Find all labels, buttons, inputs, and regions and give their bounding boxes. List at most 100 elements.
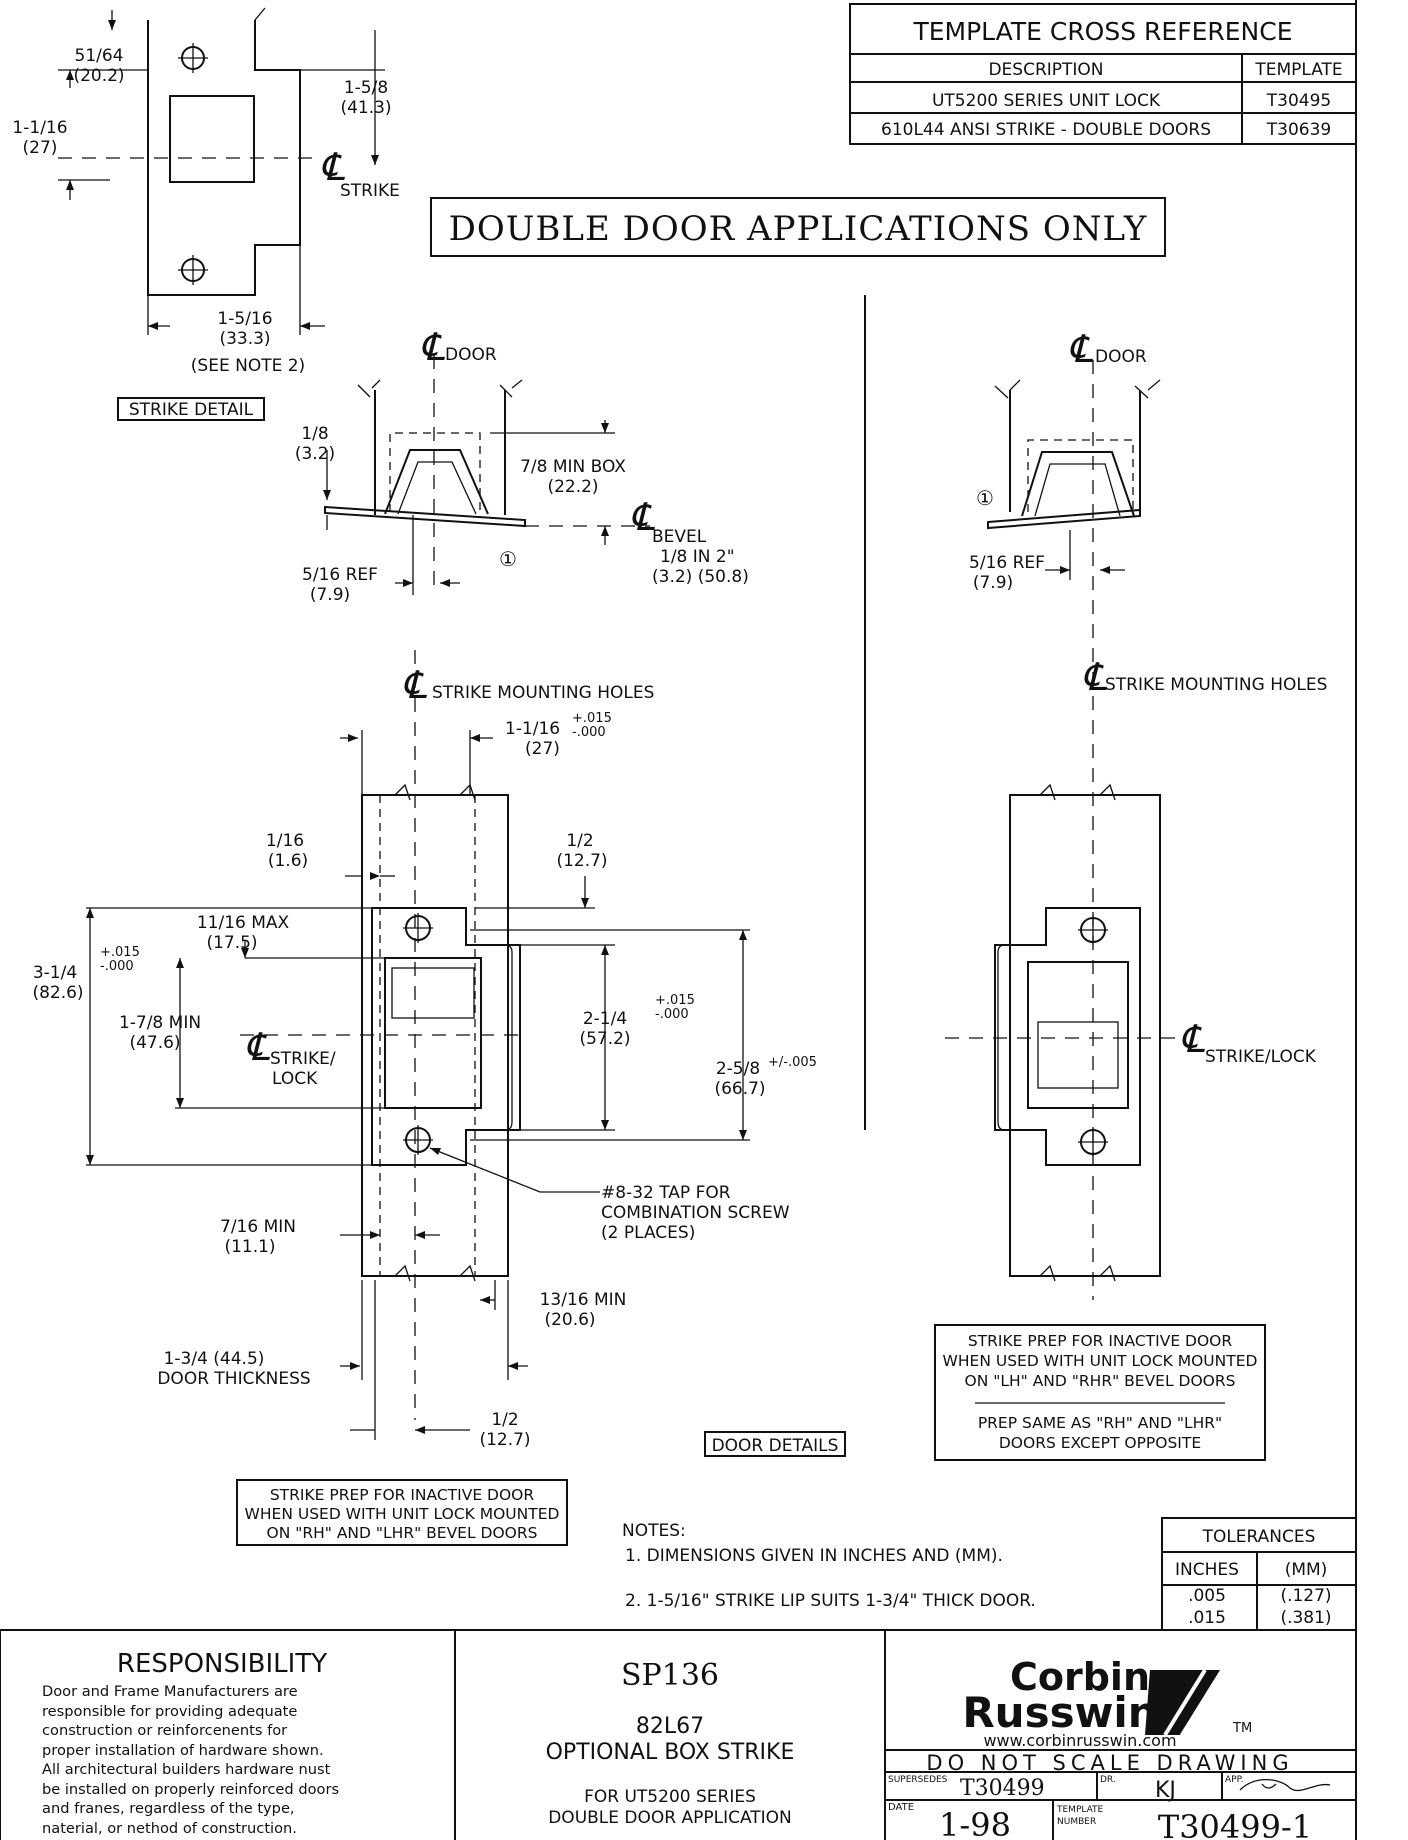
product-block: SP136 82L67 OPTIONAL BOX STRIKE FOR UT52… <box>546 1658 795 1828</box>
svg-text:℄: ℄ <box>630 495 655 539</box>
prep-note-left-box: STRIKE PREP FOR INACTIVE DOOR WHEN USED … <box>236 1479 568 1546</box>
tolerances-table: TOLERANCES INCHES (MM) .005 (.127) .015 … <box>1161 1517 1357 1631</box>
dim-k: 1/2 <box>491 1410 518 1430</box>
strike-dim-top-mm: (20.2) <box>73 66 124 86</box>
dim-a: 1/16 <box>266 831 304 851</box>
row-2-description: 610L44 ANSI STRIKE - DOUBLE DOORS <box>881 120 1211 140</box>
strike-dim-height: 1-5/8 <box>344 78 388 98</box>
tolerances-header-inches: INCHES <box>1175 1560 1239 1580</box>
left-cl-door-label: DOOR <box>445 345 497 365</box>
product-code: SP136 <box>621 1658 719 1693</box>
product-for-1: FOR UT5200 SERIES <box>584 1787 756 1807</box>
prep-right-note-1: PREP SAME AS "RH" AND "LHR" <box>978 1414 1222 1432</box>
left-cl-holes-label: STRIKE MOUNTING HOLES <box>432 683 654 703</box>
prep-right-note-2: DOORS EXCEPT OPPOSITE <box>999 1434 1201 1452</box>
dim-i: 13/16 MIN <box>540 1290 627 1310</box>
right-door-detail-drawing: ℄ STRIKE/LOCK <box>945 783 1317 1282</box>
brand-logo-mark <box>1145 1668 1220 1737</box>
supersedes-label: SUPERSEDES <box>888 1775 948 1785</box>
approval-signature <box>1239 1778 1331 1792</box>
svg-text:℄: ℄ <box>1180 1017 1205 1061</box>
template-label-1: TEMPLATE <box>1056 1805 1104 1815</box>
responsibility-line: responsible for providing adequate <box>42 1702 298 1720</box>
tolerance-1-mm: (.127) <box>1280 1586 1331 1606</box>
right-cl-holes-label: STRIKE MOUNTING HOLES <box>1105 675 1327 695</box>
product-for-2: DOUBLE DOOR APPLICATION <box>548 1808 792 1828</box>
door-details-label: DOOR DETAILS <box>712 1436 839 1456</box>
left-bevel-mm: (3.2) (50.8) <box>652 567 749 587</box>
supersedes-value: T30499 <box>960 1776 1045 1801</box>
tolerance-2-mm: (.381) <box>1280 1608 1331 1628</box>
row-2-template: T30639 <box>1266 120 1331 140</box>
left-section-drawing: ℄ DOOR 1/8 (3.2) 7/8 MIN BOX (22.2) ℄ BE… <box>295 325 749 605</box>
dim-d-tol2: -.000 <box>100 959 134 974</box>
prep-right-line-2: WHEN USED WITH UNIT LOCK MOUNTED <box>943 1352 1258 1370</box>
strike-dim-width-mm: (33.3) <box>219 329 270 349</box>
responsibility-text: Door and Frame Manufacturers are respons… <box>42 1682 442 1838</box>
brand-line-2: Russwin <box>962 1688 1157 1737</box>
strike-centerline-label: STRIKE <box>340 181 400 201</box>
template-label-2: NUMBER <box>1057 1817 1096 1827</box>
dim-top-tol: +.015 <box>572 711 612 726</box>
tolerances-header-mm: (MM) <box>1285 1560 1328 1580</box>
dim-h: 7/16 MIN <box>220 1217 296 1237</box>
dim-j-2: DOOR THICKNESS <box>157 1369 310 1389</box>
left-bevel-ratio: 1/8 IN 2" <box>660 547 735 567</box>
left-bevel-label: BEVEL <box>652 527 707 547</box>
dim-top: 1-1/16 <box>505 719 560 739</box>
brand-url: www.corbinrusswin.com <box>983 1731 1176 1750</box>
brand-line-1: Corbin <box>1010 1655 1150 1699</box>
dim-d: 3-1/4 <box>33 963 77 983</box>
dim-f-tol2: -.000 <box>655 1007 689 1022</box>
dim-f-tol: +.015 <box>655 993 695 1008</box>
right-section-drawing: ℄ DOOR ① 5/16 REF (7.9) ℄ STRIKE MOUNTIN… <box>969 327 1327 1300</box>
prep-note-right-box: STRIKE PREP FOR INACTIVE DOOR WHEN USED … <box>934 1324 1266 1461</box>
prep-left-line-1: STRIKE PREP FOR INACTIVE DOOR <box>270 1486 535 1504</box>
brand-block: Corbin Russwin TM www.corbinrusswin.com … <box>885 1655 1356 1840</box>
dim-f: 2-1/4 <box>583 1009 627 1029</box>
dim-e-mm: (47.6) <box>129 1033 180 1053</box>
product-name: OPTIONAL BOX STRIKE <box>546 1740 795 1765</box>
cl-lock-label: STRIKE/ <box>270 1049 336 1069</box>
svg-text:℄: ℄ <box>320 145 345 189</box>
notes: NOTES: 1. DIMENSIONS GIVEN IN INCHES AND… <box>622 1521 1036 1611</box>
strike-dim-left: 1-1/16 <box>12 118 67 138</box>
app-label: APP. <box>1225 1775 1243 1785</box>
tolerance-1-inches: .005 <box>1188 1586 1226 1606</box>
right-ref-mm: (7.9) <box>973 573 1013 593</box>
prep-left-line-3: ON "RH" AND "LHR" BEVEL DOORS <box>267 1524 538 1542</box>
responsibility-line: construction or reinforcenents for <box>42 1722 288 1739</box>
door-details-label-box: DOOR DETAILS <box>704 1431 846 1457</box>
note-1: 1. DIMENSIONS GIVEN IN INCHES AND (MM). <box>625 1546 1003 1566</box>
double-door-banner: DOUBLE DOOR APPLICATIONS ONLY <box>430 197 1166 257</box>
dim-h-mm: (11.1) <box>224 1237 275 1257</box>
left-door-detail-drawing: ℄ STRIKE MOUNTING HOLES <box>32 650 817 1450</box>
cross-reference-title: TEMPLATE CROSS REFERENCE <box>912 17 1292 46</box>
dim-g-mm: (66.7) <box>714 1079 765 1099</box>
column-header-template: TEMPLATE <box>1254 60 1342 80</box>
svg-text:℄: ℄ <box>1082 655 1107 699</box>
dr-label: DR. <box>1100 1775 1116 1785</box>
responsibility-line: All architectural builders hardware nust <box>42 1761 331 1778</box>
responsibility-line: proper installation of hardware shown. <box>42 1741 324 1759</box>
product-model: 82L67 <box>636 1714 704 1739</box>
strike-dim-height-mm: (41.3) <box>340 98 391 118</box>
tolerances-title: TOLERANCES <box>1202 1527 1316 1547</box>
row-1-description: UT5200 SERIES UNIT LOCK <box>932 91 1161 111</box>
strike-dim-top: 51/64 <box>75 46 124 66</box>
cross-reference-table: TEMPLATE CROSS REFERENCE DESCRIPTION TEM… <box>849 3 1357 145</box>
date-label: DATE <box>888 1802 914 1813</box>
right-cl-door-label: DOOR <box>1095 347 1147 367</box>
left-min-box: 7/8 MIN BOX <box>520 457 626 477</box>
prep-right-line-1: STRIKE PREP FOR INACTIVE DOOR <box>968 1332 1233 1350</box>
left-ref-mm: (7.9) <box>310 585 350 605</box>
tap-note-2: COMBINATION SCREW <box>601 1203 790 1223</box>
svg-text:℄: ℄ <box>402 663 427 707</box>
strike-dim-left-mm: (27) <box>23 138 58 158</box>
dim-g-tol: +/-.005 <box>768 1055 817 1070</box>
template-number: T30499-1 <box>1158 1808 1312 1840</box>
tap-note-3: (2 PLACES) <box>601 1223 695 1243</box>
dim-f-mm: (57.2) <box>579 1029 630 1049</box>
dim-g: 2-5/8 <box>716 1059 760 1079</box>
